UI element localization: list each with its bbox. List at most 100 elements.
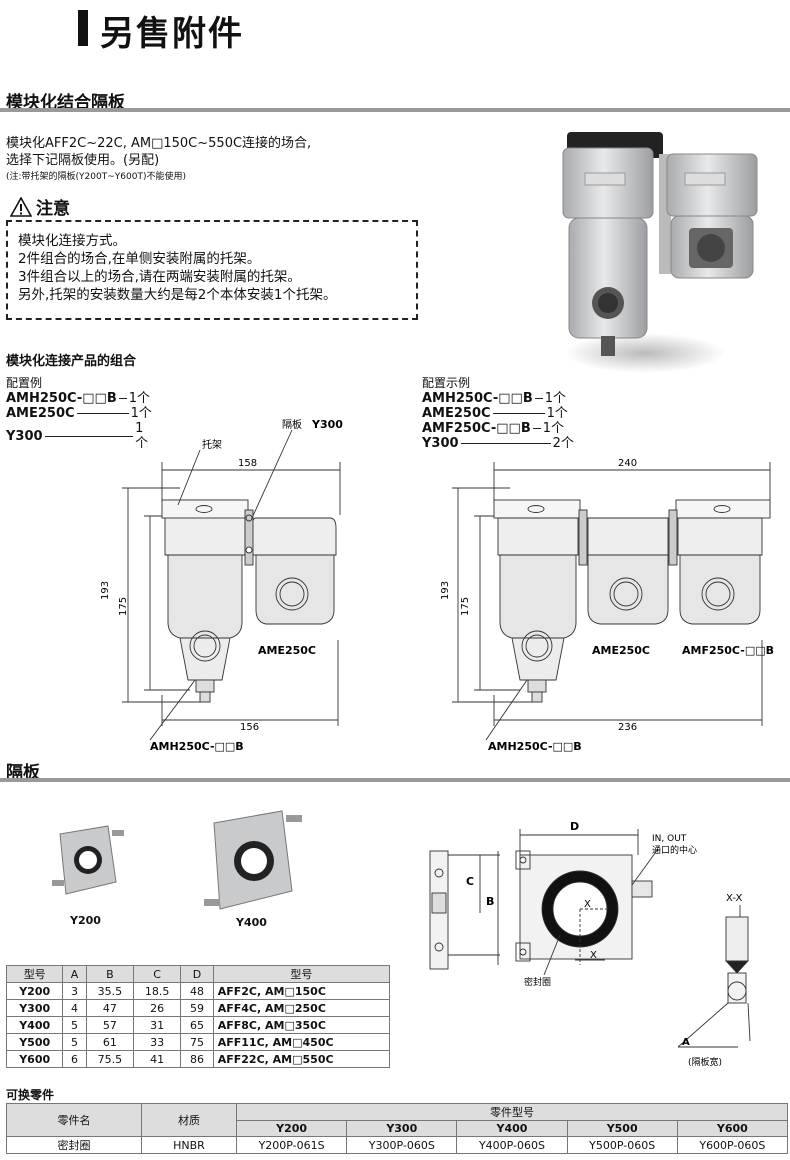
table-cell: AFF11C, AM□450C xyxy=(212,1033,391,1051)
table-cell: 3 xyxy=(62,982,87,1000)
drawing-left: 托架 隔板 Y300 158 156 193 175 AME250C AMH25… xyxy=(100,418,343,753)
caution-box xyxy=(6,220,418,320)
config-qty: 2个 xyxy=(552,436,574,451)
intro-line: 选择下记隔板使用。(另配) xyxy=(6,153,160,168)
label-unit-amf: AMF250C-□□B xyxy=(682,644,774,657)
parts-model-header: Y400 xyxy=(456,1120,568,1137)
page-title: 另售附件 xyxy=(100,14,244,54)
label-port-center: 通口的中心 xyxy=(652,844,697,856)
dim-width-top: 240 xyxy=(618,458,637,469)
table-cell: AFF4C, AM□250C xyxy=(212,999,391,1017)
drawing-right: 240 236 193 175 AME250C AMF250C-□□B AMH2… xyxy=(440,458,774,753)
section-rule xyxy=(0,778,790,782)
table-cell: Y200 xyxy=(5,982,64,1000)
spec-header: C xyxy=(132,965,182,983)
section-rule xyxy=(0,108,790,112)
title-accent-bar xyxy=(78,10,88,46)
caution-line: 3件组合以上的场合,请在两端安装附属的托架。 xyxy=(18,269,301,285)
table-cell: 59 xyxy=(180,999,214,1017)
label-seal: 密封圈 xyxy=(524,976,551,988)
config-right-list: AMH250C-□□B 1个 AME250C 1个 AMF250C-□□B 1个 Y3… xyxy=(422,391,582,451)
table-cell: Y600P-060S xyxy=(676,1136,789,1154)
parts-header: 零件名 xyxy=(6,1103,142,1137)
table-cell: 41 xyxy=(132,1050,182,1068)
caution-lines: 模块化连接方式。 2件组合的场合,在单侧安装附属的托架。 3件组合以上的场合,请… xyxy=(18,232,336,304)
dim-width-bottom: 236 xyxy=(618,722,637,733)
table-cell: Y400 xyxy=(5,1016,64,1034)
caution-heading-text: 注意 xyxy=(36,199,70,219)
intro-line: 模块化AFF2C~22C, AM□150C~550C连接的场合, xyxy=(6,136,312,151)
dim-C: C xyxy=(466,875,474,888)
config-item: AMH250C-□□B 1个 xyxy=(422,391,582,406)
table-cell: 5 xyxy=(62,1033,87,1051)
table-cell: Y200P-061S xyxy=(235,1136,348,1154)
dim-height-total: 193 xyxy=(100,581,111,600)
config-qty: 1个 xyxy=(542,421,565,436)
table-cell: 4 xyxy=(62,999,87,1017)
config-part: Y300 xyxy=(422,436,459,451)
config-part: AMH250C-□□B xyxy=(422,391,533,406)
config-qty: 1个 xyxy=(128,391,151,406)
table-cell: 86 xyxy=(180,1050,214,1068)
table-cell: 57 xyxy=(85,1016,134,1034)
photo-y200 xyxy=(52,825,124,895)
table-cell: 5 xyxy=(62,1016,87,1034)
dim-X-center: X xyxy=(584,899,591,910)
spec-header-row: 型号 A B C D 型号 xyxy=(5,965,391,983)
config-item: AME250C 1个 xyxy=(422,406,582,421)
dim-A: A xyxy=(682,1037,690,1048)
table-cell: AFF2C, AM□150C xyxy=(212,982,391,1000)
product-photo xyxy=(562,132,758,373)
dim-width-bottom: 156 xyxy=(240,722,259,733)
table-row: Y300 4 47 26 59 AFF4C, AM□250C xyxy=(5,999,391,1017)
table-cell: 61 xyxy=(85,1033,134,1051)
table-cell: Y300 xyxy=(5,999,64,1017)
config-part: AME250C xyxy=(6,406,75,421)
table-cell: Y600 xyxy=(5,1050,64,1068)
dim-X-offset: X xyxy=(590,950,597,961)
spec-header: 型号 xyxy=(212,965,391,983)
dim-height-total: 193 xyxy=(440,581,451,600)
label-section: X-X xyxy=(726,893,742,904)
label-spacer-width: (隔板宽) xyxy=(688,1056,722,1068)
table-row: Y600 6 75.5 41 86 AFF22C, AM□550C xyxy=(5,1050,391,1068)
intro-note: (注:带托架的隔板(Y200T~Y600T)不能使用) xyxy=(6,172,186,182)
label-unit-ame: AME250C xyxy=(258,644,316,657)
table-cell: 18.5 xyxy=(132,982,182,1000)
label-unit-amh: AMH250C-□□B xyxy=(488,740,582,753)
table-cell: AFF22C, AM□550C xyxy=(212,1050,391,1068)
label-unit-amh: AMH250C-□□B xyxy=(150,740,244,753)
config-part: AMF250C-□□B xyxy=(422,421,531,436)
caution-line: 另外,托架的安装数量大约是每2个本体安装1个托架。 xyxy=(18,287,337,303)
table-cell: AFF8C, AM□350C xyxy=(212,1016,391,1034)
parts-model-header: Y300 xyxy=(346,1120,458,1137)
parts-model-header: Y500 xyxy=(566,1120,678,1137)
config-left-label: 配置例 xyxy=(6,376,43,390)
combination-heading: 模块化连接产品的组合 xyxy=(6,354,137,369)
config-qty: 1个 xyxy=(544,391,567,406)
table-row: 密封圈 HNBR Y200P-061S Y300P-060S Y400P-060… xyxy=(6,1136,789,1154)
config-qty: 1个 xyxy=(135,421,149,451)
dim-height-body: 175 xyxy=(460,597,471,616)
photo-y400-label: Y400 xyxy=(236,916,267,929)
parts-header-row: Y200 Y300 Y400 Y500 Y600 xyxy=(7,1120,789,1137)
label-unit-ame: AME250C xyxy=(592,644,650,657)
config-qty: 1个 xyxy=(546,406,568,421)
parts-model-header: Y200 xyxy=(235,1120,348,1137)
config-part: AME250C xyxy=(422,406,491,421)
parts-model-header: Y600 xyxy=(676,1120,789,1137)
parts-table: 零件名 材质 零件型号 Y200 Y300 Y400 Y500 Y600 密封圈… xyxy=(6,1103,789,1154)
config-right-label: 配置示例 xyxy=(422,376,471,390)
table-cell: 35.5 xyxy=(85,982,134,1000)
spec-header: B xyxy=(85,965,134,983)
spec-table: 型号 A B C D 型号 Y200 3 35.5 18.5 48 AFF2C,… xyxy=(5,965,391,1068)
label-bracket: 托架 xyxy=(202,438,222,451)
table-cell: 密封圈 xyxy=(6,1136,142,1154)
caution-line: 模块化连接方式。 xyxy=(18,233,126,249)
photo-y400 xyxy=(204,810,302,910)
caution-heading: 注意 xyxy=(10,194,70,219)
table-cell: 48 xyxy=(180,982,214,1000)
